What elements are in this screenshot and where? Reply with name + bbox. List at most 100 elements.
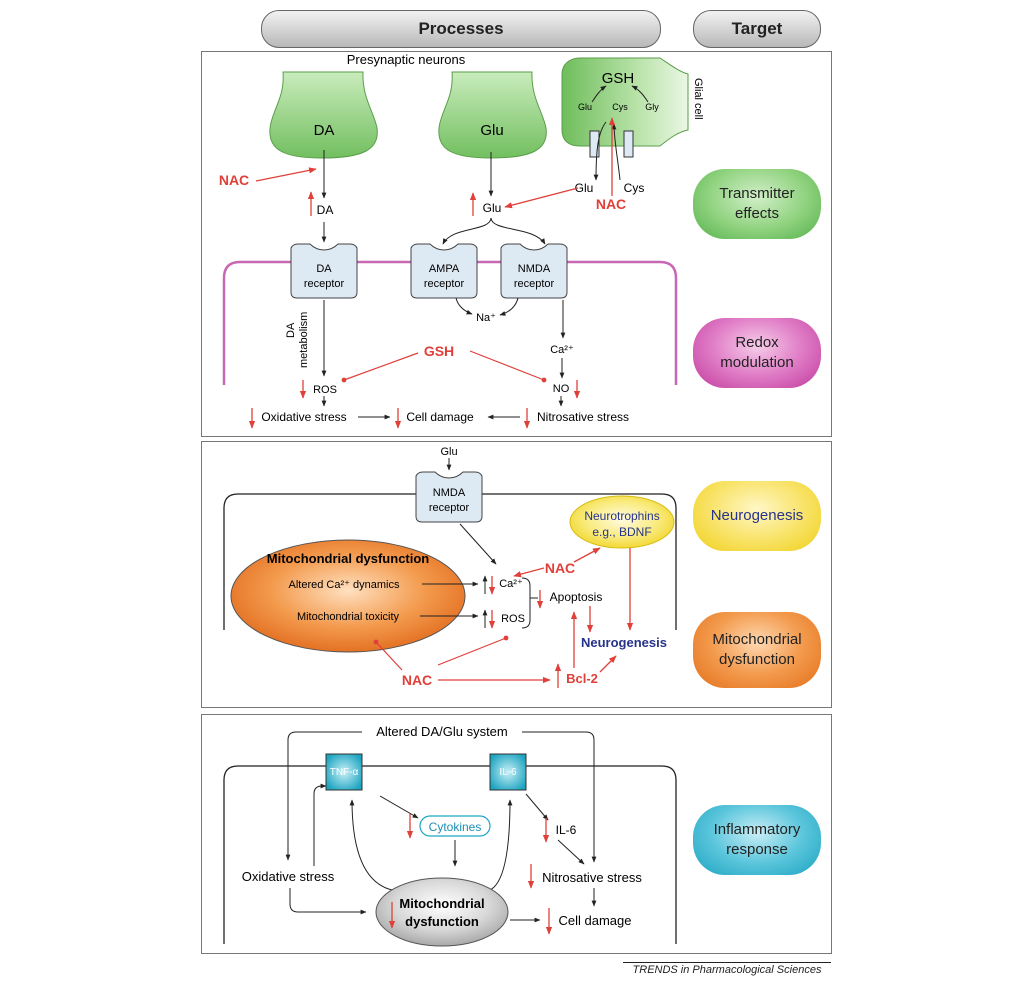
il6-label: IL-6 [556,823,577,837]
nmda-to-na-arrow [499,297,519,316]
da-receptor-label-2: receptor [304,278,345,290]
apoptosis-label: Apoptosis [550,590,603,604]
presynaptic-label: Presynaptic neurons [347,52,466,67]
da-neuron-label: DA [314,122,335,139]
altered-ca-label: Altered Ca²⁺ dynamics [289,579,400,591]
nmda-receptor [500,243,568,299]
nac-inhibit-mito [373,639,403,671]
p3-mito-ellipse [375,877,509,947]
processes-header: Processes [261,10,661,48]
processes-header-label: Processes [418,19,504,38]
ca-label: Ca²⁺ [550,344,574,356]
altered-left-arrow [285,731,362,861]
target-redox-modulation: Redox modulation [693,318,821,388]
p3-membrane [223,765,677,944]
p2-nmda-receptor [415,471,483,523]
nac-inhibit-ros [437,635,509,666]
glial-cys-label: Cys [612,102,628,112]
ros-label: ROS [313,384,337,396]
p3-mito-label-2: dysfunction [405,914,479,929]
cytokines-box [419,815,491,837]
da-label: DA [317,203,334,217]
target-header-label: Target [731,19,783,38]
cytokines-label: Cytokines [429,820,482,834]
p2-ros-label: ROS [501,613,525,625]
cys-out-arrow [611,123,621,181]
mito-tox-label: Mitochondrial toxicity [297,611,400,623]
gsh-mid-label: GSH [424,343,454,359]
footer-source: TRENDS in Pharmacological Sciences [623,962,831,976]
nac-to-da-arrow [255,167,317,182]
cys-out-label: Cys [624,181,645,195]
oxidative-to-tnf-arrow [313,783,327,866]
neurogenesis-label: Neurogenesis [581,635,667,650]
il6-box [489,753,527,791]
oxidative-label: Oxidative stress [261,410,346,424]
p2-nmda-to-ca-arrow [459,523,497,565]
da-receptor [290,243,358,299]
glu-neuron-label: Glu [480,122,503,139]
nac2-label: NAC [596,196,626,212]
glu-neuron [438,71,547,159]
ampa-to-na-arrow [455,297,473,315]
glial-arrow-gly [631,85,649,103]
da-metabolism-label-1: DA [285,322,297,338]
target-inflammatory-label: Inflammatory response [713,821,801,858]
target-inflammatory-response: Inflammatory response [693,805,821,875]
ca-ros-bracket [521,577,531,629]
tnf-label: TNF-α [330,767,359,778]
mito-title-label: Mitochondrial dysfunction [267,551,430,566]
da-metabolism-label-2: metabolism [298,312,310,368]
neurotrophins-label-1: Neurotrophins [584,509,659,523]
glial-gly-label: Gly [645,102,659,112]
glial-transporter-right [623,130,634,158]
nac-bottom-label: NAC [402,672,432,688]
na-label: Na⁺ [476,312,496,324]
ampa-label-1: AMPA [429,263,460,275]
glu-to-nmda-arrow [490,217,546,245]
p2-ca-label: Ca²⁺ [499,578,523,590]
il6-box-to-il6-arrow [525,793,549,821]
target-redox-label: Redox modulation [720,334,794,371]
p3-mito-label-1: Mitochondrial [399,896,484,911]
bcl2-to-neurogenesis-arrow [599,655,617,673]
altered-system-label: Altered DA/Glu system [376,724,508,739]
p3-cell-damage-label: Cell damage [559,913,632,928]
p3-nitrosative-label: Nitrosative stress [542,870,642,885]
target-neurogenesis-label: Neurogenesis [710,507,804,524]
glial-transporter-left [589,130,600,158]
mito-to-il6-arrow [489,799,513,891]
p2-glu-label: Glu [440,446,457,458]
nmda-label-1: NMDA [518,263,551,275]
nac-label: NAC [219,172,249,188]
glial-glu-label: Glu [578,102,592,112]
ampa-label-2: receptor [424,278,465,290]
target-mitochondrial-dysfunction: Mitochondrial dysfunction [693,612,821,688]
altered-right-arrow [522,731,597,863]
mito-to-tnf-arrow [349,799,393,891]
target-transmitter-label: Transmitter effects [719,185,795,222]
glu-to-ampa-arrow [442,217,492,245]
no-label: NO [553,383,570,395]
neurotrophins-ellipse [569,495,675,549]
bcl2-label: Bcl-2 [566,671,598,686]
gsh-label: GSH [602,70,635,87]
il6-to-nitrosative-arrow [557,839,585,865]
nac-top-label: NAC [545,560,575,576]
gsh-inhibit-ros [341,352,419,383]
target-mito-label: Mitochondrial dysfunction [712,631,802,668]
da-neuron [269,71,378,159]
glial-cell-label: Glial cell [692,78,704,120]
neurotrophins-label-2: e.g., BDNF [592,525,651,539]
nitrosative-label: Nitrosative stress [537,410,629,424]
target-header: Target [693,10,821,48]
glial-cell [561,57,689,147]
da-receptor-label-1: DA [316,263,332,275]
p3-oxidative-label: Oxidative stress [242,869,335,884]
nac-to-neurotrophins-arrow [573,547,601,563]
il6-box-label: IL-6 [499,767,517,778]
target-neurogenesis: Neurogenesis [693,481,821,551]
glu-out-arrow [593,121,607,181]
glu-from-glial-arrow [504,187,579,209]
tnf-to-cytokines-arrow [379,795,419,819]
